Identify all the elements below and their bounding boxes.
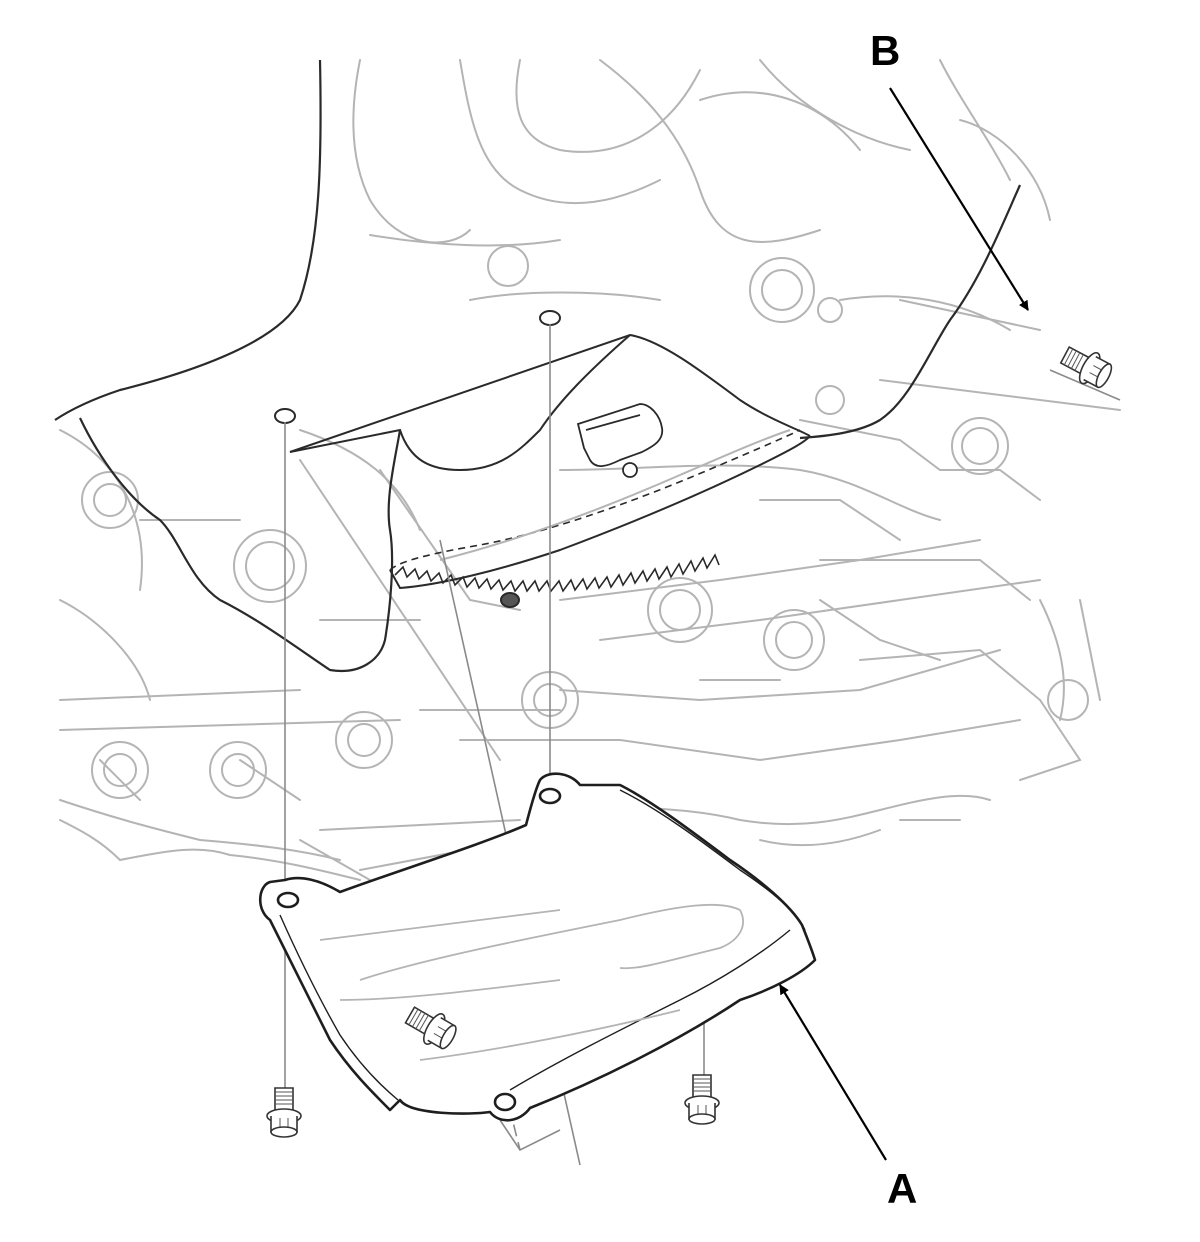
engine-block-background: [59, 59, 1121, 881]
transmission-housing: [54, 59, 1022, 673]
cover-plate: [258, 772, 817, 1122]
arrow-icon: [779, 984, 887, 1161]
ring-gear-teeth: [394, 553, 720, 593]
arrow-icon: [889, 87, 1029, 311]
engine-bosses: [81, 245, 1089, 799]
callout-label-a: A: [887, 1165, 918, 1212]
cover-plate-contours: [319, 903, 744, 1061]
ring-gear-opening: [289, 333, 811, 590]
mounting-holes: [274, 310, 561, 608]
inner-bracket: [576, 403, 664, 478]
callout-label-b: B: [870, 27, 901, 74]
flange-bolt-icon: [266, 1087, 302, 1138]
flange-bolt-icon: [684, 1074, 720, 1125]
